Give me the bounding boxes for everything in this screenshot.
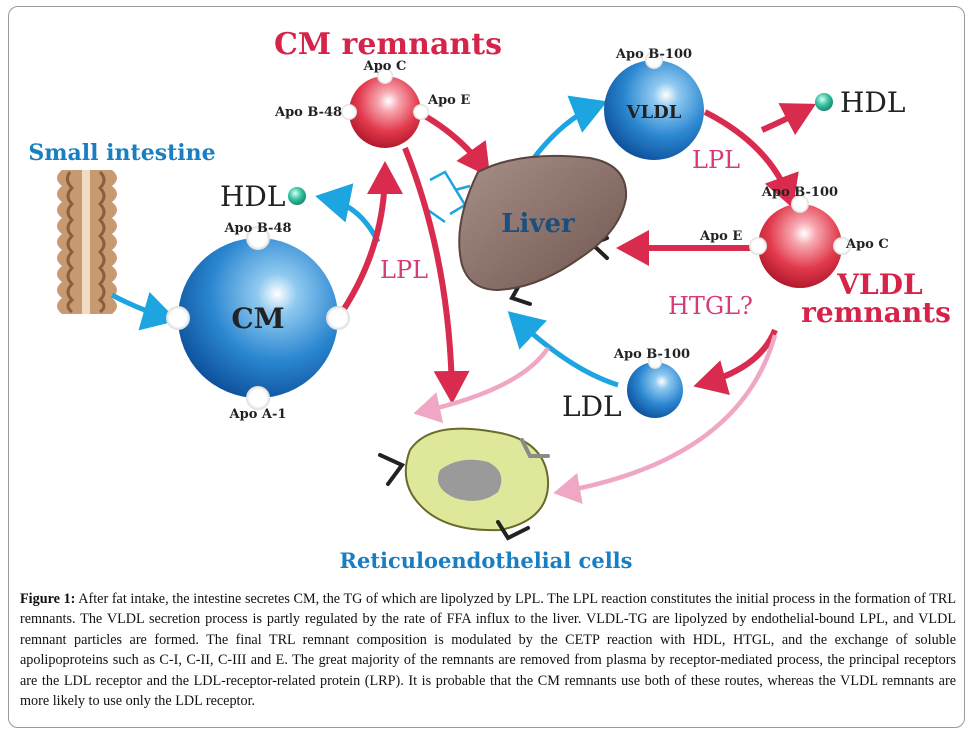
vldl-label: VLDL — [626, 102, 682, 123]
lpl-middle-label: LPL — [380, 256, 428, 284]
caption-text: After fat intake, the intestine secretes… — [20, 591, 956, 710]
vldl-particle — [604, 51, 704, 160]
apo-e-top-label: Apo E — [427, 93, 470, 108]
arrow-remnant-to-ldl — [693, 328, 778, 395]
figure-caption: Figure 1: After fat intake, the intestin… — [20, 589, 956, 711]
apo-b48-cm-label: Apo B-48 — [223, 221, 291, 236]
cm-remnants-title: CM remnants — [274, 27, 502, 62]
reticuloendothelial-cell-icon — [378, 427, 550, 541]
lpl-right-label: LPL — [692, 146, 740, 174]
apo-e-remnant-label: Apo E — [699, 229, 742, 244]
liver-icon — [458, 154, 628, 292]
arrow-liver-to-recells — [413, 346, 550, 424]
liver-label: Liver — [501, 209, 575, 239]
cm-particle — [166, 226, 350, 410]
arrow-intestine-to-cm — [110, 291, 178, 331]
hdl-left-label: HDL — [220, 180, 285, 213]
apo-b48-top-label: Apo B-48 — [274, 105, 342, 120]
reticuloendothelial-label: Reticuloendothelial cells — [340, 548, 633, 573]
vldl-remnants-label-line1: VLDL — [836, 268, 923, 301]
apo-b100-remnant-label: Apo B-100 — [761, 185, 838, 200]
cm-remnant-particle — [341, 68, 429, 148]
apo-a1-label: Apo A-1 — [229, 407, 287, 422]
figure-frame — [8, 6, 965, 728]
pink-arrows — [413, 334, 778, 504]
arrow-vldl-to-remnant — [703, 109, 799, 209]
apo-c-remnant-label: Apo C — [845, 237, 889, 252]
apo-c-top-label: Apo C — [363, 59, 407, 74]
small-intestine-label: Small intestine — [28, 140, 215, 166]
arrow-cm-to-hdl — [315, 183, 381, 244]
small-intestine-icon — [57, 170, 117, 314]
ldl-label: LDL — [562, 390, 622, 423]
hdl-right-label: HDL — [840, 86, 905, 119]
vldl-remnants-label-line2: remnants — [801, 296, 951, 329]
hdl-dot-right — [815, 93, 833, 111]
vldl-remnant-particle — [749, 195, 851, 288]
ldl-particle — [627, 355, 683, 418]
inhibition-bracket — [427, 170, 471, 224]
apo-b100-vldl-label: Apo B-100 — [615, 47, 692, 62]
arrow-vldlrem-to-recells — [553, 334, 778, 504]
htgl-label: HTGL? — [668, 292, 753, 320]
arrow-vldl-to-hdl — [760, 103, 816, 136]
arrow-cm-to-remnant — [335, 161, 403, 320]
arrow-ldl-to-liver — [507, 311, 619, 388]
caption-lead: Figure 1: — [20, 591, 76, 607]
apo-b100-ldl-label: Apo B-100 — [613, 347, 690, 362]
arrow-remnant-to-recells — [402, 146, 470, 404]
hdl-dot-left — [288, 187, 306, 205]
cm-label: CM — [231, 302, 284, 335]
arrow-remnant-to-liver — [416, 109, 491, 178]
